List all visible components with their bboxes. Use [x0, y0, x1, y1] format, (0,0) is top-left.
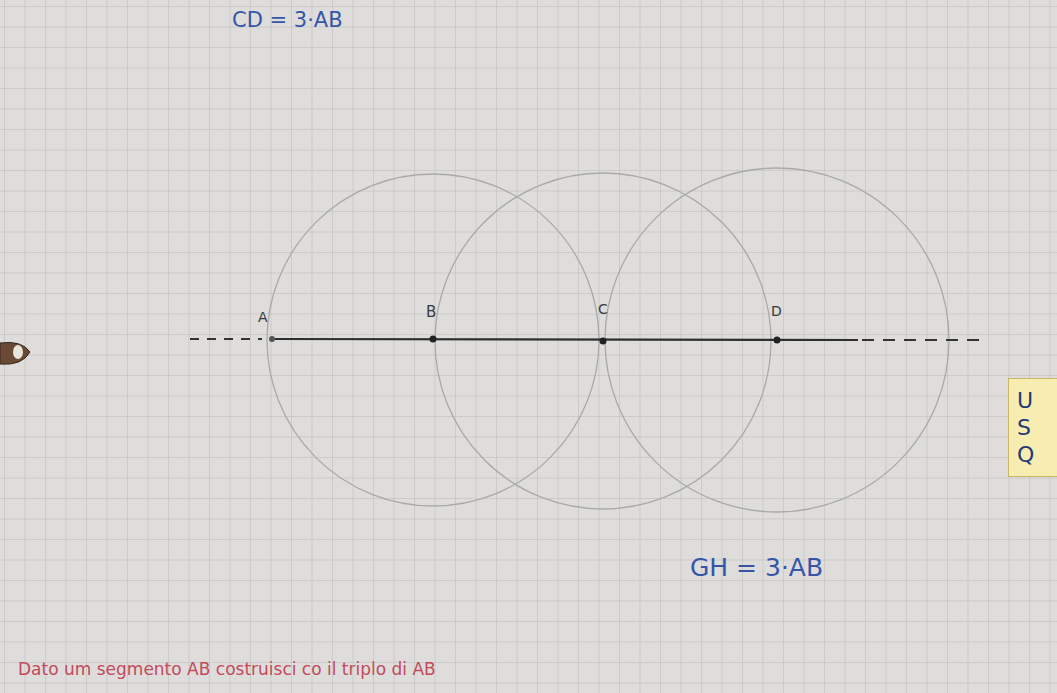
point-label: C: [598, 301, 608, 317]
binder-ring: [0, 342, 30, 364]
point: [774, 337, 781, 344]
exercise-text: Dato um segmento AB costruisci co il tri…: [18, 659, 436, 679]
box-text: U S Q: [1017, 387, 1039, 468]
point: [430, 336, 437, 343]
binder-ring: [13, 345, 23, 359]
equation: CD = 3·AB: [232, 8, 343, 32]
point-label: B: [426, 303, 436, 321]
highlight-box: U S Q: [1008, 378, 1057, 477]
equation: GH = 3·AB: [690, 553, 823, 582]
point: [269, 336, 275, 342]
point: [600, 338, 607, 345]
dashed-extension: [862, 339, 985, 341]
point-label: D: [771, 303, 782, 319]
construction-circle: [435, 173, 771, 509]
dashed-extension: [190, 338, 262, 340]
segment-line: [272, 339, 858, 340]
point-label: A: [258, 309, 268, 325]
